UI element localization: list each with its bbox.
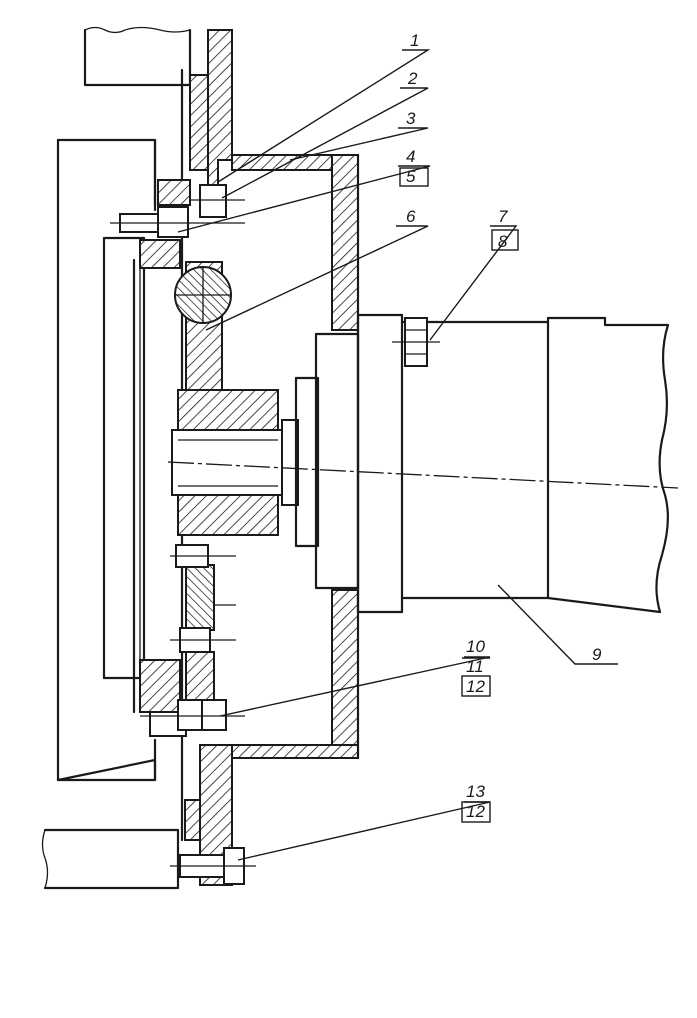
left-inner-plate (102, 236, 146, 714)
callout-10: 10 (466, 637, 485, 656)
top-wall-block (83, 26, 192, 87)
callout-5: 5 (406, 167, 416, 186)
left-outer-plate (56, 138, 157, 782)
central-hub (171, 389, 299, 536)
lower-spring-stack (170, 544, 236, 701)
upper-clamp-block (110, 179, 245, 269)
callout-9: 9 (592, 645, 602, 664)
leader-lines (177, 49, 618, 861)
callout-7: 7 (498, 207, 508, 226)
callout-3: 3 (406, 109, 416, 128)
callout-12-lower: 12 (466, 802, 485, 821)
callout-1: 1 (410, 31, 419, 50)
callout-4: 4 (406, 147, 415, 166)
bottom-wall-block (41, 828, 180, 890)
ball-pivot (174, 261, 232, 391)
callout-13: 13 (466, 782, 485, 801)
callout-6: 6 (406, 207, 416, 226)
callout-11: 11 (466, 657, 484, 676)
center-axis-line (167, 461, 679, 489)
callout-labels: 1 2 3 4 5 6 7 8 9 10 11 12 13 12 (399, 31, 602, 823)
callout-12-upper: 12 (466, 677, 485, 696)
shaft-bolt (392, 317, 440, 367)
callout-2: 2 (407, 69, 418, 88)
bottom-bolt (170, 847, 256, 885)
callout-8: 8 (498, 232, 508, 251)
housing-part-3 (231, 153, 360, 760)
drive-shaft (294, 313, 670, 614)
